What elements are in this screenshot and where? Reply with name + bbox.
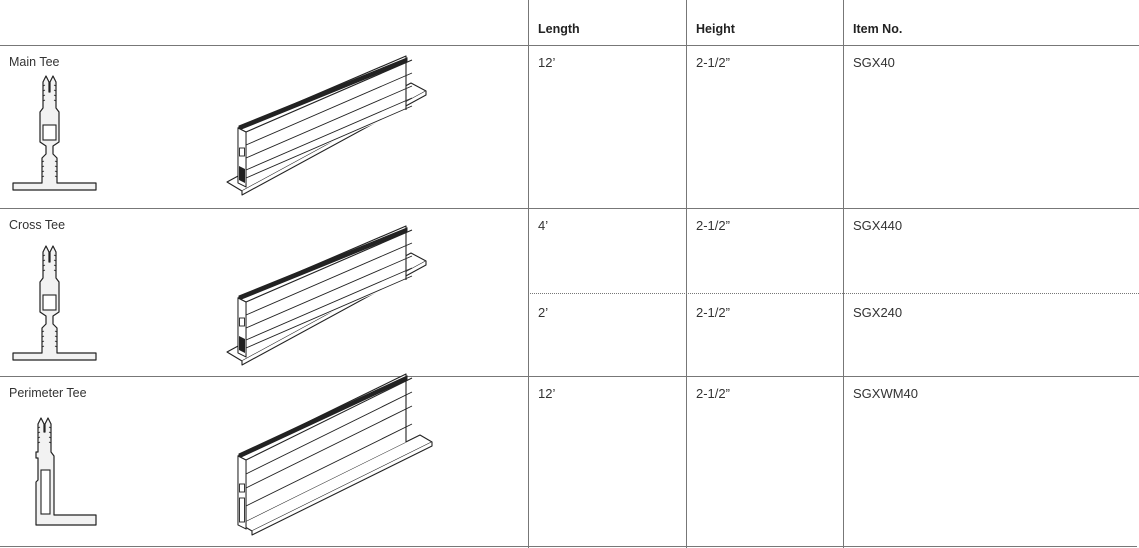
column-divider-length: [528, 0, 529, 548]
column-divider-height: [686, 0, 687, 548]
main-tee-profile-icon: [12, 70, 98, 198]
product-name-main-tee: Main Tee: [9, 55, 60, 69]
product-name-cross-tee: Cross Tee: [9, 218, 66, 232]
height-value: 2-1/2”: [696, 305, 730, 320]
item-number: SGX440: [853, 218, 903, 233]
item-number: SGX240: [853, 305, 903, 320]
row-rule-cross-tee: [0, 376, 1139, 377]
header-height: Height: [696, 22, 735, 36]
perimeter-tee-profile-icon: [12, 412, 98, 540]
cross-tee-profile-icon: [12, 240, 98, 368]
length-value: 4’: [538, 218, 549, 233]
length-value: 12’: [538, 386, 556, 401]
table-bottom-rule: [0, 546, 1137, 547]
product-name-perimeter-tee: Perimeter Tee: [9, 386, 87, 400]
row-rule-main-tee: [0, 208, 1139, 209]
length-value: 12’: [538, 55, 556, 70]
length-value: 2’: [538, 305, 549, 320]
header-length: Length: [538, 22, 580, 36]
column-divider-item-no: [843, 0, 844, 548]
height-value: 2-1/2”: [696, 218, 730, 233]
header-rule: [0, 45, 1139, 46]
item-number: SGX40: [853, 55, 895, 70]
perimeter-tee-isometric-icon: [226, 373, 436, 540]
header-item-no: Item No.: [853, 22, 903, 36]
height-value: 2-1/2”: [696, 386, 730, 401]
main-tee-isometric-icon: [226, 55, 436, 198]
height-value: 2-1/2”: [696, 55, 730, 70]
row-rule-cross-tee-split: [528, 293, 1139, 294]
cross-tee-isometric-icon: [226, 225, 436, 368]
item-number: SGXWM40: [853, 386, 919, 401]
